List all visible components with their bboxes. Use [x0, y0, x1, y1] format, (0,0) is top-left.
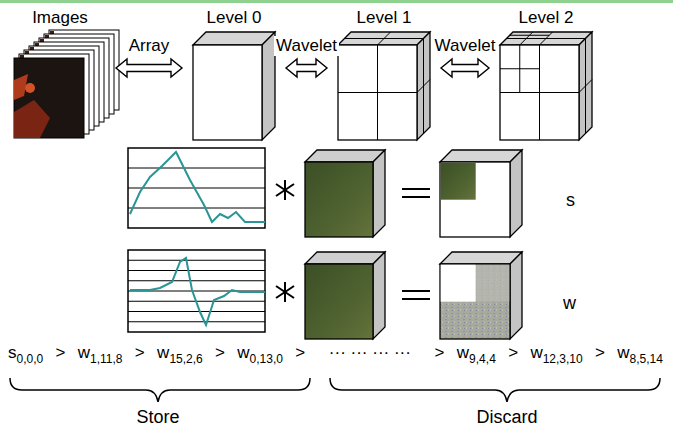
coefficient-index: 1,11,8	[90, 352, 122, 366]
greater-sign: >	[595, 343, 605, 362]
coefficient-token: w	[78, 343, 90, 362]
coefficient-token: w	[237, 343, 249, 362]
level-cube: Level 1	[329, 4, 439, 142]
level-cube: Level 0	[184, 4, 284, 142]
double-arrow	[441, 59, 489, 77]
level-heading: Level 1	[329, 8, 439, 28]
coefficient-token: s	[8, 343, 17, 362]
greater-sign: >	[215, 343, 225, 362]
edge-label: Array	[127, 36, 172, 56]
scaling-plot	[128, 148, 265, 228]
level-cube: Level 2	[491, 4, 601, 142]
greater-sign: >	[508, 343, 518, 362]
bracket	[10, 378, 660, 402]
coefficient-token: w	[157, 343, 169, 362]
edge-label: Wavelet	[274, 36, 339, 56]
ellipsis: ··· ··· ··· ···	[329, 343, 411, 362]
coefficient-sequence: s0,0,0>w1,11,8>w15,2,6>w0,13,0>··· ··· ·…	[8, 340, 663, 367]
image-stack	[14, 30, 119, 138]
greater-sign: >	[295, 343, 305, 362]
coefficient-index: 8,5,14	[630, 352, 663, 366]
double-arrow	[116, 59, 182, 77]
equals-symbol	[402, 189, 430, 299]
coefficient-index: 9,4,4	[469, 352, 496, 366]
greater-sign: >	[135, 343, 145, 362]
coefficient-index: 15,2,6	[169, 352, 202, 366]
top-rule	[0, 0, 673, 3]
level-heading: Level 0	[184, 8, 284, 28]
row-label: w	[563, 292, 576, 314]
bracket-label: Store	[136, 406, 179, 428]
edge-label: Wavelet	[433, 36, 498, 56]
coefficient-token: w	[617, 343, 629, 362]
coefficient-index: 0,0,0	[17, 352, 44, 366]
bracket-label: Discard	[476, 406, 537, 428]
double-arrow	[286, 59, 327, 77]
coefficient-index: 0,13,0	[250, 352, 283, 366]
coefficient-index: 12,3,10	[543, 352, 583, 366]
wavelet-plot	[128, 250, 265, 332]
coefficient-token: w	[530, 343, 542, 362]
coefficient-token: w	[457, 343, 469, 362]
convolution-symbol	[276, 180, 294, 302]
level-heading: Images	[6, 8, 114, 28]
image-stack-node: Images	[6, 4, 114, 142]
level-heading: Level 2	[491, 8, 601, 28]
row-label: s	[566, 189, 575, 211]
greater-sign: >	[56, 343, 66, 362]
greater-sign: >	[435, 343, 445, 362]
